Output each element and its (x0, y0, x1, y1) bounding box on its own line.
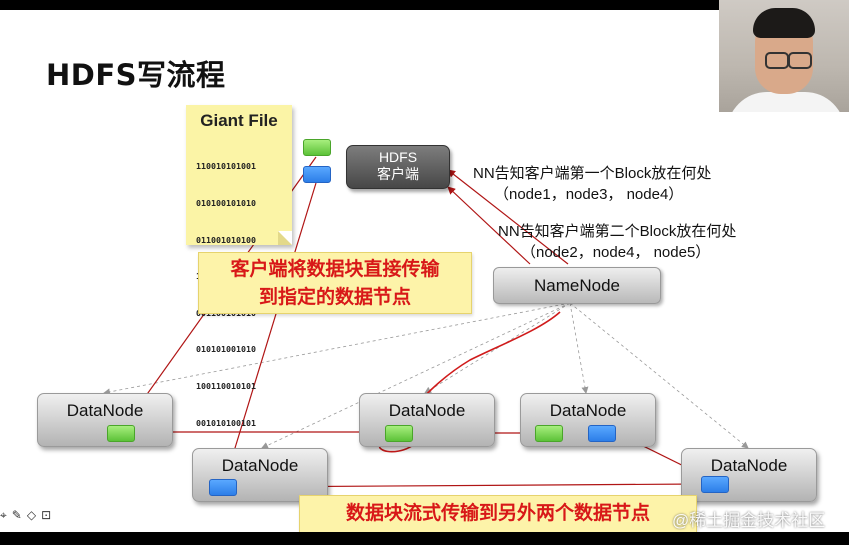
datanode-5: DataNode (681, 448, 817, 502)
file-blue-block (303, 166, 331, 183)
namenode-box: NameNode (493, 267, 661, 304)
presenter-shirt (727, 92, 845, 112)
note2-line2: （node2，node4， node5） (521, 244, 711, 261)
presenter-hair (753, 8, 815, 38)
note1-line1: NN告知客户端第一个Block放在何处 (473, 165, 712, 182)
datanode-label: DataNode (221, 456, 299, 475)
nn-dn3-line (424, 302, 571, 394)
datanode-2: DataNode (192, 448, 328, 502)
note1-line2: （node1，node3， node4） (494, 186, 684, 203)
client-nn-arrow-1 (447, 169, 569, 265)
datanode-label: DataNode (710, 456, 788, 475)
dn4-blue-block (588, 425, 616, 442)
nn-dn4-line (569, 302, 589, 394)
pointer-icon[interactable]: ⌖ (0, 508, 12, 522)
bit-row: 100110010101 (196, 381, 256, 392)
hdfs-client-box: HDFS 客户端 (346, 145, 450, 189)
datanode-1: DataNode (37, 393, 173, 447)
bit-row: 010100101010 (196, 198, 256, 209)
presenter-icon[interactable]: ⊡ (41, 508, 57, 522)
dn4-green-block (535, 425, 563, 442)
top-black-bar (0, 0, 849, 10)
bit-row: 010101001010 (196, 344, 256, 355)
nn-dn1-line (103, 302, 571, 396)
datanode-label: DataNode (549, 401, 627, 420)
giant-file-card: Giant File 110010101001 010100101010 011… (186, 105, 292, 428)
callout-top-line2: 到指定的数据节点 (258, 287, 411, 308)
dn3-green-block (385, 425, 413, 442)
presenter-toolbar: ⌖✎◇⊡ (0, 508, 56, 523)
bit-row: 110010101001 (196, 161, 256, 172)
client-label-1: HDFS (378, 149, 418, 165)
pen-icon[interactable]: ✎ (11, 508, 27, 522)
eraser-icon[interactable]: ◇ (26, 508, 42, 522)
client-label-2: 客户端 (377, 166, 419, 182)
callout-stream-replication: 数据块流式传输到另外两个数据节点 (299, 495, 697, 534)
glasses-right (788, 52, 812, 69)
client-nn-arrow-2 (447, 186, 531, 265)
slide-title: HDFS写流程 (46, 58, 226, 92)
file-green-block (303, 139, 331, 156)
nn-dn2-line (261, 302, 571, 449)
note2-line1: NN告知客户端第二个Block放在何处 (498, 223, 737, 240)
datanode-label: DataNode (388, 401, 466, 420)
presenter-webcam (719, 0, 849, 112)
callout-top-line1: 客户端将数据块直接传输 (230, 259, 440, 280)
dn1-green-block (107, 425, 135, 442)
datanode-3: DataNode (359, 393, 495, 447)
callout-client-transfer: 客户端将数据块直接传输 到指定的数据节点 (198, 252, 472, 314)
dn2-blue-block (209, 479, 237, 496)
bit-row: 011001010100 (196, 234, 256, 245)
giant-file-name: Giant File (200, 111, 278, 130)
bit-row: 001010100101 (196, 417, 256, 428)
watermark: @稀土掘金技术社区 (672, 511, 826, 530)
page-fold (278, 231, 292, 245)
dn5-blue-block (701, 476, 729, 493)
datanode-label: DataNode (66, 401, 144, 420)
bottom-black-bar (0, 532, 849, 545)
nn-dn5-line (569, 302, 749, 449)
